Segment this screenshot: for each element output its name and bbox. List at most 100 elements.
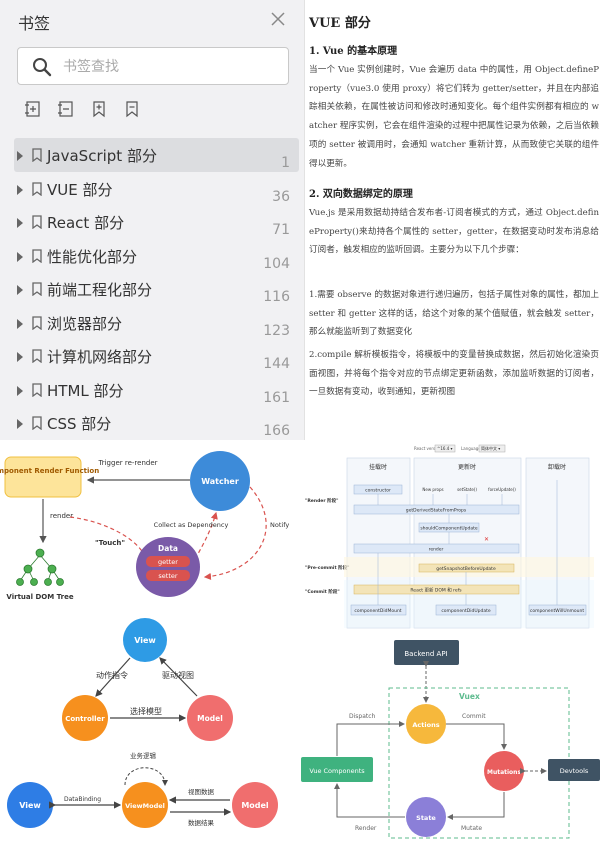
- expand-arrow-icon[interactable]: [17, 184, 23, 195]
- section-heading: 2. 双向数据绑定的原理: [309, 189, 413, 200]
- bookmark-label: 性能优化部分: [47, 247, 138, 266]
- bookmark-icon: [31, 248, 43, 267]
- section-heading: 1. Vue 的基本原理: [309, 46, 398, 57]
- svg-text:ViewModel: ViewModel: [125, 802, 165, 810]
- svg-text:Dispatch: Dispatch: [349, 713, 376, 720]
- col-unmount: 卸载时: [548, 463, 566, 471]
- bookmark-page-number: 71: [272, 222, 290, 238]
- svg-text:setState(): setState(): [457, 487, 477, 492]
- svg-text:getDerivedStateFromProps: getDerivedStateFromProps: [406, 508, 467, 514]
- vuex-diagram: Backend API Vuex Actions Mutations State…: [299, 632, 600, 850]
- svg-text:Vue Components: Vue Components: [309, 767, 365, 775]
- expand-arrow-icon[interactable]: [17, 251, 23, 262]
- getter-label: getter: [158, 558, 178, 566]
- model-node: [232, 782, 278, 828]
- expand-arrow-icon[interactable]: [17, 151, 23, 161]
- bookmark-item[interactable]: 浏览器部分 123: [14, 306, 299, 340]
- state-node: [406, 797, 446, 837]
- component-render-box: [4, 456, 82, 498]
- bookmark-label: JavaScript 部分: [47, 147, 157, 165]
- svg-text:✕: ✕: [484, 536, 489, 543]
- bookmark-icon: [31, 181, 43, 200]
- expand-arrow-icon[interactable]: [17, 352, 23, 362]
- bookmark-label: 计算机网络部分: [47, 348, 153, 366]
- react-lifecycle-diagram: React version ^16.4 ▾ Language 简体中文 ▾ 挂载…: [299, 440, 600, 630]
- step-paragraph: 1.需要 observe 的数据对象进行递归遍历，包括子属性对象的属性，都加上 …: [309, 290, 599, 338]
- svg-text:Mutate: Mutate: [461, 825, 482, 832]
- notify-label: Notify: [270, 521, 289, 529]
- viewmodel-node: [122, 782, 168, 828]
- svg-text:New props: New props: [422, 487, 443, 492]
- svg-text:Language: Language: [461, 446, 481, 451]
- bookmark-icon: [31, 315, 43, 334]
- add-bookmark-icon[interactable]: [90, 100, 110, 120]
- svg-text:forceUpdate(): forceUpdate(): [488, 487, 516, 492]
- collect-label: Collect as Dependency: [154, 521, 229, 529]
- devtools-box: [548, 759, 600, 781]
- view-node: [7, 782, 53, 828]
- svg-text:Mutations: Mutations: [487, 769, 521, 776]
- bookmark-outline-icon[interactable]: [123, 100, 143, 120]
- data-label: Data: [158, 544, 178, 553]
- vue-reactivity-diagram: Component Render Function Trigger re-ren…: [0, 447, 297, 613]
- svg-text:^16.4 ▾: ^16.4 ▾: [437, 446, 453, 451]
- bookmark-label: React 部分: [47, 214, 125, 232]
- actions-node: [406, 704, 446, 744]
- expand-arrow-icon[interactable]: [17, 218, 23, 228]
- mvc-diagram: View Controller Model 动作指令 驱动视图 选择模型: [0, 615, 297, 747]
- bookmark-panel-title: 书签: [18, 14, 51, 33]
- bookmark-page-number: 104: [263, 255, 290, 272]
- svg-text:"Render 阶段": "Render 阶段": [305, 497, 338, 504]
- expand-all-icon[interactable]: [24, 100, 44, 120]
- svg-text:Model: Model: [197, 714, 223, 723]
- backend-api-box: [394, 640, 459, 665]
- col-update: 更新时: [458, 463, 476, 471]
- bookmark-search-box[interactable]: [17, 47, 289, 85]
- close-icon[interactable]: [268, 10, 288, 30]
- expand-arrow-icon[interactable]: [17, 419, 23, 429]
- svg-text:Devtools: Devtools: [560, 767, 589, 775]
- bookmark-item[interactable]: React 部分 71: [14, 205, 299, 239]
- svg-text:render: render: [429, 547, 444, 553]
- bookmark-icon: [31, 415, 43, 434]
- bookmark-icon: [31, 382, 43, 401]
- watcher-label: Watcher: [201, 477, 239, 486]
- bookmark-label: 浏览器部分: [47, 314, 123, 333]
- bookmark-icon: [31, 214, 43, 233]
- expand-arrow-icon[interactable]: [17, 318, 23, 329]
- expand-arrow-icon[interactable]: [17, 285, 23, 295]
- controller-node: [62, 695, 108, 741]
- trigger-label: Trigger re-render: [97, 459, 157, 467]
- view-node: [123, 618, 167, 662]
- expand-arrow-icon[interactable]: [17, 385, 23, 396]
- bookmark-item[interactable]: 性能优化部分 104: [14, 239, 299, 273]
- document-title: VUE 部分: [309, 16, 371, 31]
- watcher-node: [190, 451, 250, 511]
- svg-text:Model: Model: [241, 801, 269, 810]
- svg-text:Controller: Controller: [65, 715, 105, 723]
- bookmark-search-input[interactable]: [63, 56, 273, 78]
- svg-text:componentDidMount: componentDidMount: [354, 608, 401, 614]
- svg-text:"Pre-commit 阶段": "Pre-commit 阶段": [305, 564, 350, 571]
- bookmark-page-number: 36: [272, 188, 290, 205]
- col-mount: 挂载时: [369, 463, 387, 471]
- svg-text:Vuex: Vuex: [459, 692, 480, 701]
- svg-text:componentDidUpdate: componentDidUpdate: [441, 608, 491, 614]
- svg-text:简体中文 ▾: 简体中文 ▾: [481, 445, 500, 451]
- search-icon: [33, 58, 52, 77]
- svg-text:动作指令: 动作指令: [96, 670, 128, 680]
- collapse-all-icon[interactable]: [57, 100, 77, 120]
- step-paragraph: 2.compile 解析模板指令，将模板中的变量替换成数据，然后初始化渲染页面视…: [309, 350, 599, 398]
- svg-text:View: View: [19, 801, 41, 810]
- bookmark-page-number: 161: [263, 389, 290, 406]
- vdom-tree-icon: [16, 548, 64, 586]
- bookmark-page-number: 123: [263, 322, 290, 339]
- svg-text:React 更新 DOM 和 refs: React 更新 DOM 和 refs: [410, 587, 462, 594]
